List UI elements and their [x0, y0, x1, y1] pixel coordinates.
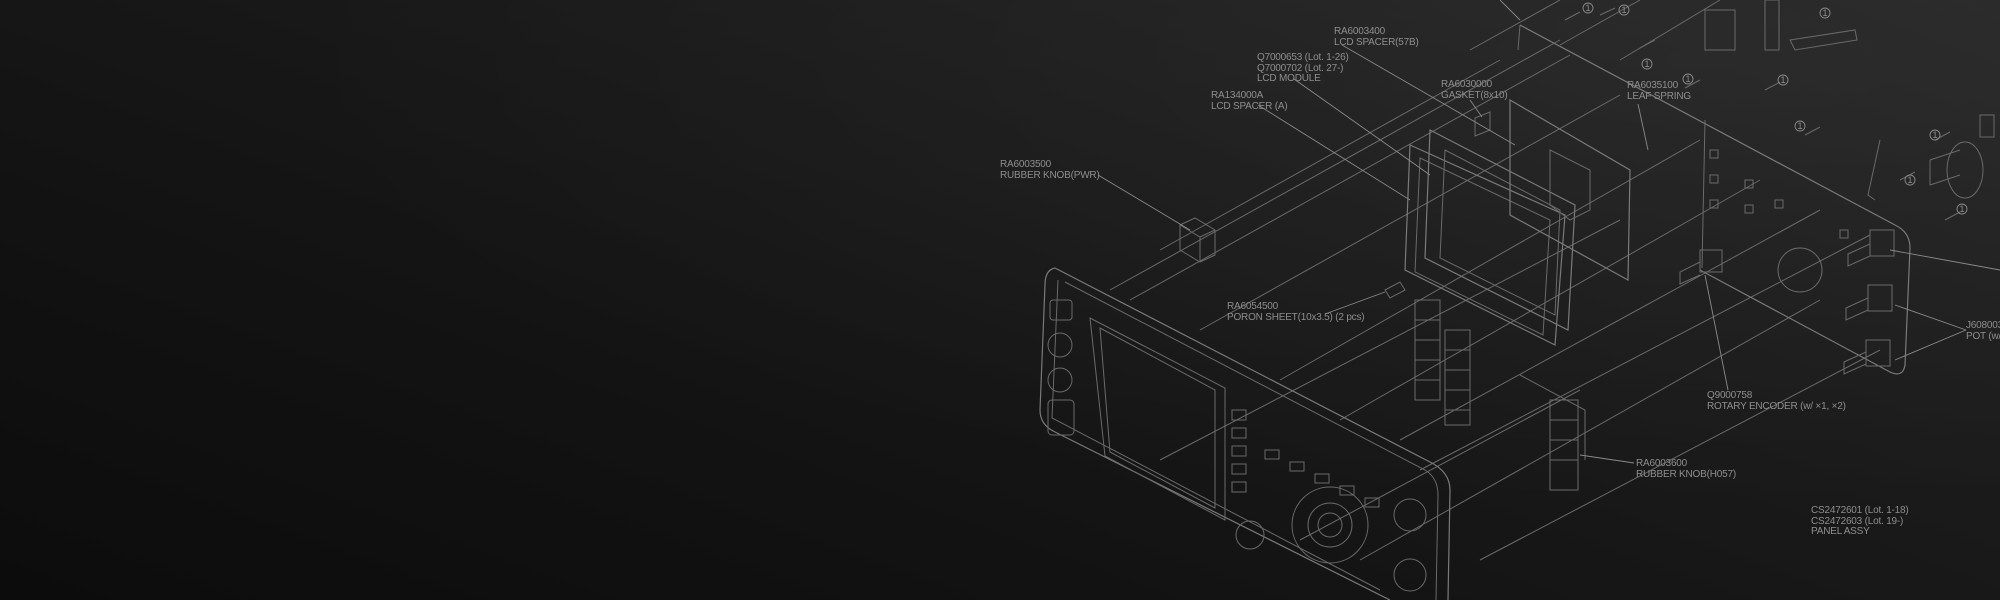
front-knob: [1047, 367, 1073, 393]
part-name: LCD SPACER(57B): [1334, 36, 1419, 48]
svg-text:1: 1: [1586, 3, 1591, 13]
chassis-rails: [1109, 0, 1881, 561]
callout-lcd-spacer-57b: RA6003400 LCD SPACER(57B): [1334, 26, 1419, 48]
svg-text:1: 1: [1798, 121, 1803, 131]
part-number: RA6003600: [1636, 458, 1688, 469]
screw-marker-3: 1: [1641, 58, 1653, 70]
poron-sheet-part: [1384, 281, 1406, 299]
rubber-knob-pwr-part: [1179, 217, 1216, 263]
part-number: Q9000758: [1707, 390, 1753, 401]
part-number: RA134000A: [1211, 90, 1264, 101]
callout-panel-assy: CS2472601 (Lot. 1-18) CS2472603 (Lot. 19…: [1811, 505, 1909, 538]
lcd-assembly: [1384, 98, 1631, 346]
callout-rotary-encoder: Q9000758 ROTARY ENCODER (w/ ×1, ×2): [1707, 390, 1846, 412]
leader-lines: [1097, 0, 2000, 464]
connector-part: [1704, 0, 1780, 51]
leaf-spring-part: [1789, 29, 1881, 201]
part-number: RA6035100: [1627, 80, 1679, 91]
pot-parts: [1843, 229, 1895, 375]
rotary-encoder-part: [1679, 249, 1723, 285]
lcd-spacer-57b-part: [1509, 98, 1631, 282]
gasket-part: [1474, 111, 1491, 137]
part-name: RUBBER KNOB(PWR): [1000, 169, 1100, 181]
callout-rubber-knob-h057: RA6003600 RUBBER KNOB(H057): [1636, 458, 1736, 480]
main-dial: [1291, 486, 1369, 564]
part-name: PORON SHEET(10x3.5) (2 pcs): [1227, 311, 1365, 323]
screw-marker-5: 1: [1777, 74, 1789, 86]
callout-leaf-spring: RA6035100 LEAF SPRING: [1627, 80, 1691, 102]
part-number: RA6003400: [1334, 26, 1386, 37]
screw-markers: 1 1 1 1 1 1 1 1 1 1: [1582, 2, 1968, 215]
svg-text:1: 1: [1622, 5, 1627, 15]
svg-text:1: 1: [1960, 204, 1965, 214]
part-name: PANEL ASSY: [1811, 526, 1870, 537]
part-name: LCD MODULE: [1257, 73, 1321, 84]
front-knob: [1047, 332, 1073, 358]
screw-marker-4: 1: [1682, 73, 1694, 85]
callout-gasket: RA6030000 GASKET(8x10): [1441, 79, 1508, 101]
screw-marker-6: 1: [1819, 7, 1831, 19]
screw-marker-8: 1: [1929, 129, 1941, 141]
front-panel: [1039, 267, 1451, 600]
part-number: Q7000653 (Lot. 1-26): [1257, 52, 1349, 63]
part-number: J608003: [1966, 320, 2000, 331]
screw-marker-7: 1: [1794, 120, 1806, 132]
lcd-spacer-a-part: [1404, 144, 1566, 346]
svg-text:1: 1: [1781, 75, 1786, 85]
callout-lcd-spacer-a: RA134000A LCD SPACER (A): [1211, 90, 1288, 112]
display-window: [1089, 317, 1226, 521]
part-number: Q7000702 (Lot. 27-): [1257, 62, 1344, 74]
rubber-knob-h057-part: [1414, 299, 1586, 491]
part-name: POT (w/: [1966, 330, 2000, 342]
callout-rubber-knob-pwr: RA6003500 RUBBER KNOB(PWR): [1000, 159, 1100, 181]
part-number: RA6003500: [1000, 159, 1052, 170]
screw-marker-1: 1: [1582, 2, 1594, 14]
panel-pcb: [1517, 24, 1911, 375]
svg-text:1: 1: [1933, 130, 1938, 140]
svg-text:1: 1: [1908, 175, 1913, 185]
rear-knob-part: [1929, 114, 1995, 199]
screw-marker-9: 1: [1904, 174, 1916, 186]
part-number: RA6054500: [1227, 301, 1279, 312]
front-buttons: [1231, 409, 1380, 508]
part-number: RA6030000: [1441, 79, 1493, 90]
lcd-module-part: [1424, 129, 1576, 331]
callout-lcd-module: Q7000653 (Lot. 1-26) Q7000702 (Lot. 27-)…: [1257, 52, 1349, 85]
svg-text:1: 1: [1686, 74, 1691, 84]
part-number: CS2472601 (Lot. 1-18): [1811, 505, 1909, 516]
screw-marker-10: 1: [1956, 203, 1968, 215]
part-name: RUBBER KNOB(H057): [1636, 468, 1736, 480]
screws: [1564, 7, 1961, 221]
part-name: LEAF SPRING: [1627, 90, 1691, 102]
part-number: CS2472603 (Lot. 19-): [1811, 515, 1904, 527]
callout-poron-sheet: RA6054500 PORON SHEET(10x3.5) (2 pcs): [1227, 301, 1365, 323]
part-name: LCD SPACER (A): [1211, 100, 1288, 112]
svg-text:1: 1: [1823, 8, 1828, 18]
encoder-cutout: [1777, 247, 1823, 293]
callout-pot: J608003 POT (w/: [1966, 320, 2000, 342]
screw-marker-2: 1: [1618, 4, 1630, 16]
svg-text:1: 1: [1645, 59, 1650, 69]
part-name: ROTARY ENCODER (w/ ×1, ×2): [1707, 400, 1846, 412]
part-name: GASKET(8x10): [1441, 89, 1508, 101]
